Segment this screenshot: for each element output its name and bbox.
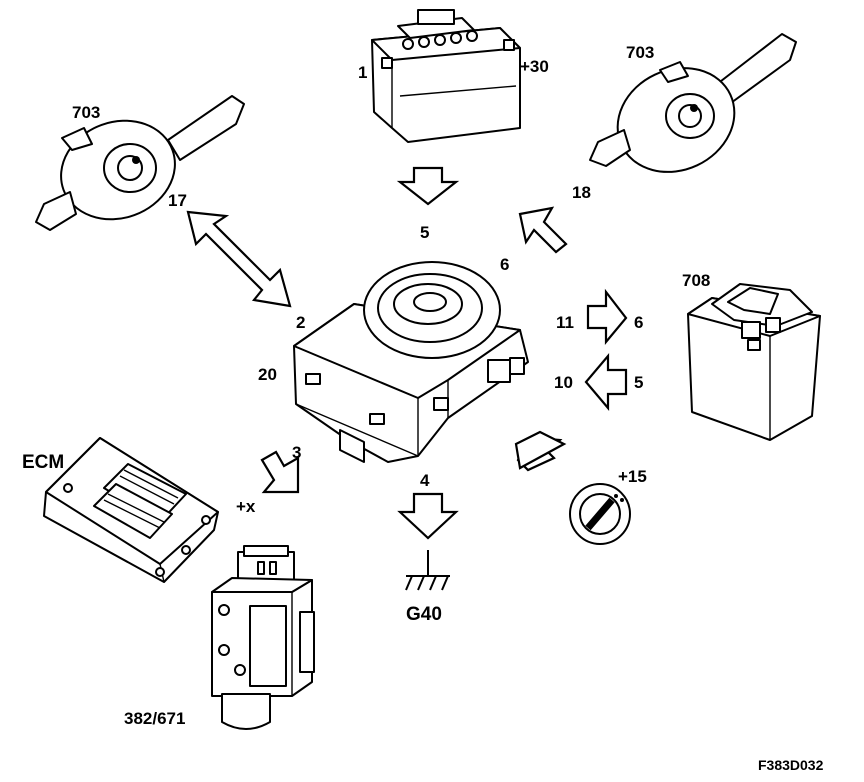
arrow-to-relay — [586, 288, 628, 346]
connector-3-label: 3 — [292, 443, 301, 462]
steering-column-module-icon — [293, 261, 529, 463]
ignition-lock-icon — [569, 483, 631, 545]
stalk-left-number: 703 — [72, 103, 100, 122]
stalk-switch-left-icon — [35, 95, 245, 231]
connector-6-top-label: 6 — [500, 255, 509, 274]
connector-6-right-label: 6 — [634, 313, 643, 332]
connector-20-label: 20 — [258, 365, 277, 384]
battery-terminal-label: +30 — [520, 57, 549, 76]
ground-symbol-icon — [405, 550, 450, 591]
ecm-icon — [43, 437, 219, 583]
connector-10-label: 10 — [554, 373, 573, 392]
stalk-right-number: 703 — [626, 43, 654, 62]
abs-unit-icon — [211, 545, 315, 730]
arrow-18 — [518, 206, 568, 254]
connector-4-label: 4 — [420, 471, 430, 490]
connector-2-label: 2 — [296, 313, 305, 332]
connector-11-label: 11 — [556, 313, 574, 332]
ground-label: G40 — [406, 604, 442, 625]
arrow-down-from-battery — [396, 166, 460, 206]
relay-number: 708 — [682, 271, 710, 290]
arrow-from-relay — [584, 352, 628, 412]
connector-17-label: 17 — [168, 191, 187, 210]
abs-number: 382/671 — [124, 709, 185, 728]
arrow-to-ecm — [260, 450, 300, 494]
ecm-label: ECM — [22, 452, 64, 473]
arrow-ignition-head — [514, 430, 567, 470]
plus-x-label: +x — [236, 497, 256, 516]
stalk-switch-right-icon — [589, 33, 797, 173]
figure-code: F383D032 — [758, 757, 824, 773]
ignition-terminal-label: +15 — [618, 467, 647, 486]
connector-5-top-label: 5 — [420, 223, 429, 242]
battery-number: 1 — [358, 63, 367, 82]
battery-icon — [371, 9, 521, 143]
relay-708-icon — [687, 283, 821, 441]
arrow-to-ground — [397, 492, 459, 540]
connector-18-label: 18 — [572, 183, 591, 202]
arrow-bidirectional-17 — [186, 210, 292, 308]
connector-5-right-label: 5 — [634, 373, 643, 392]
